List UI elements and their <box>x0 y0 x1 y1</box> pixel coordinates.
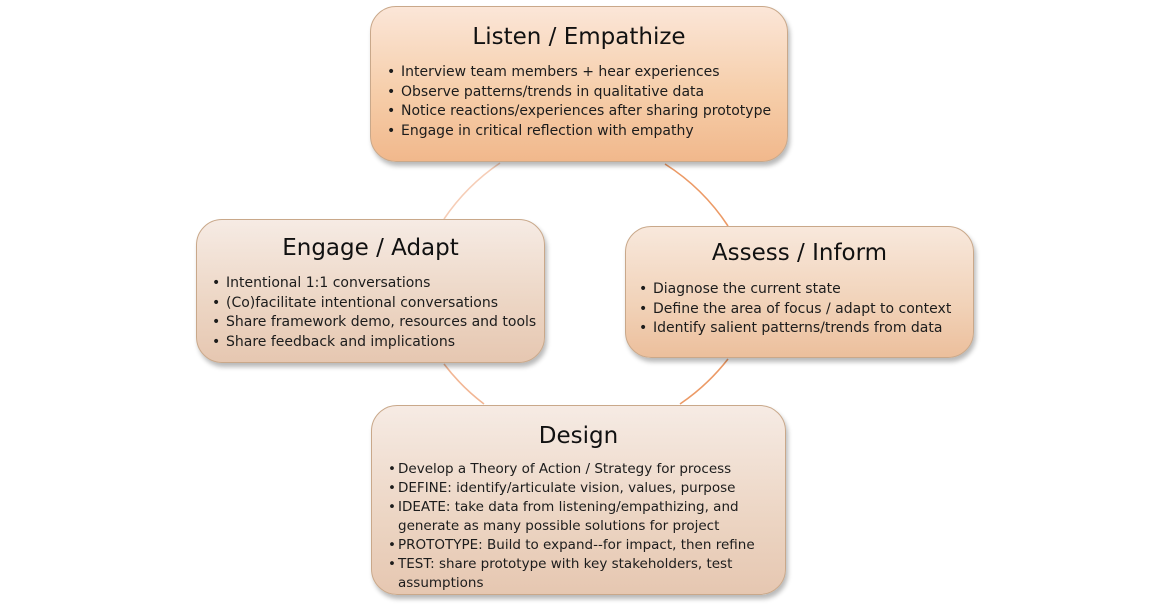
bullet-item: Develop a Theory of Action / Strategy fo… <box>388 460 775 479</box>
node-title: Listen / Empathize <box>472 24 686 50</box>
bullet-item: Engage in critical reflection with empat… <box>387 122 787 142</box>
node-listen-empathize: Listen / Empathize Interview team member… <box>370 6 788 162</box>
bullet-item: IDEATE: take data from listening/empathi… <box>388 498 775 536</box>
bullet-item: TEST: share prototype with key stakehold… <box>388 555 775 593</box>
bullet-item: Share framework demo, resources and tool… <box>212 313 544 333</box>
node-engage-adapt: Engage / Adapt Intentional 1:1 conversat… <box>196 219 545 363</box>
bullet-item: (Co)facilitate intentional conversations <box>212 294 544 314</box>
bullet-item: PROTOTYPE: Build to expand--for impact, … <box>388 536 775 555</box>
cycle-arc-assess-to-design <box>679 358 729 405</box>
cycle-arc-design-to-engage <box>443 363 485 405</box>
bullet-item: Interview team members + hear experience… <box>387 63 787 83</box>
bullet-item: Identify salient patterns/trends from da… <box>639 319 973 339</box>
cycle-arc-engage-to-listen <box>443 162 501 220</box>
bullet-item: DEFINE: identify/articulate vision, valu… <box>388 479 775 498</box>
bullet-item: Notice reactions/experiences after shari… <box>387 102 787 122</box>
bullet-list: Intentional 1:1 conversations (Co)facili… <box>212 274 544 352</box>
bullet-list: Interview team members + hear experience… <box>387 63 787 141</box>
node-title: Design <box>538 423 619 449</box>
node-title: Assess / Inform <box>711 240 888 266</box>
bullet-item: Diagnose the current state <box>639 280 973 300</box>
node-assess-inform: Assess / Inform Diagnose the current sta… <box>625 226 974 358</box>
bullet-item: Share feedback and implications <box>212 333 544 353</box>
node-design: Design Develop a Theory of Action / Stra… <box>371 405 786 595</box>
bullet-item: Define the area of focus / adapt to cont… <box>639 300 973 320</box>
bullet-list: Develop a Theory of Action / Strategy fo… <box>388 460 785 593</box>
bullet-list: Diagnose the current state Define the ar… <box>639 280 973 339</box>
bullet-item: Intentional 1:1 conversations <box>212 274 544 294</box>
bullet-item: Observe patterns/trends in qualitative d… <box>387 83 787 103</box>
cycle-arc-listen-to-assess <box>664 163 729 227</box>
node-title: Engage / Adapt <box>282 235 459 261</box>
